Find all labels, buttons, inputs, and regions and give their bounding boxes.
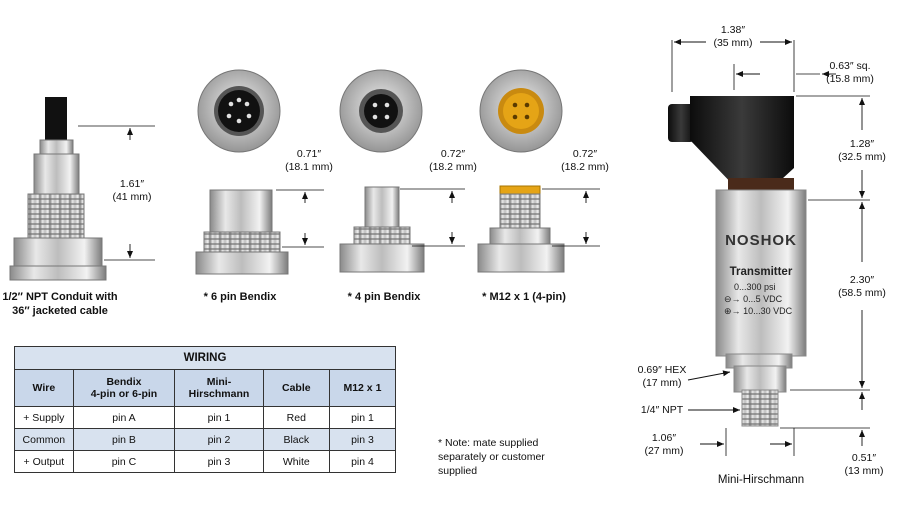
transmitter-label: Transmitter — [729, 266, 793, 278]
m12-dim: 0.72″ (18.2 mm) — [556, 148, 614, 174]
table-cell: pin 4 — [328, 450, 397, 473]
top-dim: 1.28″ (32.5 mm) — [830, 138, 894, 164]
note-line3: supplied — [438, 465, 478, 477]
bendix-6pin-face-image — [197, 69, 281, 153]
header-wire: Wire — [14, 369, 74, 407]
table-cell: pin A — [72, 406, 176, 429]
header-cable: Cable — [262, 369, 330, 407]
table-cell: pin 2 — [174, 428, 264, 451]
table-cell: pin 3 — [328, 428, 397, 451]
thread-dim: 0.51″ (13 mm) — [836, 452, 892, 478]
m12-face-image — [479, 69, 563, 153]
table-row: + Supply pin A pin 1 Red pin 1 — [14, 406, 397, 429]
dim-mm: (32.5 mm) — [838, 151, 886, 163]
table-cell: Red — [262, 406, 330, 429]
table-cell: + Supply — [14, 406, 74, 429]
conduit-label: 1/2″ NPT Conduit with 36″ jacketed cable — [0, 290, 120, 318]
table-cell: pin 1 — [174, 406, 264, 429]
m12-side-image — [477, 185, 565, 273]
brand-logo: NOSHOK — [725, 232, 797, 249]
bendix-4pin-dim: 0.72″ (18.2 mm) — [424, 148, 482, 174]
header-text: Bendix 4-pin or 6-pin — [90, 376, 158, 400]
dim-value: 2.30″ — [849, 274, 875, 286]
dim-value: 0.51″ — [851, 452, 877, 464]
dim-mm: (18.1 mm) — [285, 161, 333, 173]
header-text: Wire — [32, 382, 56, 394]
dim-value: 0.72″ — [440, 148, 466, 160]
conduit-label-line1: 1/2″ NPT Conduit with — [2, 291, 118, 303]
wiring-table: WIRING Wire Bendix 4-pin or 6-pin Mini- … — [14, 346, 397, 473]
dim-value: 0.63″ sq. — [829, 60, 871, 72]
npt-dim: 1/4″ NPT — [640, 404, 684, 416]
dim-mm: (18.2 mm) — [561, 161, 609, 173]
bendix-4pin-face-image — [339, 69, 423, 153]
dim-value: 0.72″ — [572, 148, 598, 160]
header-text: M12 x 1 — [343, 382, 382, 394]
table-cell: Common — [14, 428, 74, 451]
header-mini-hirschmann: Mini- Hirschmann — [174, 369, 264, 407]
transmitter-supply: 10...30 VDC — [743, 306, 793, 316]
dim-mm: (17 mm) — [642, 377, 682, 389]
table-cell: Black — [262, 428, 330, 451]
table-row: + Output pin C pin 3 White pin 4 — [14, 450, 397, 473]
transmitter-output: 0...5 VDC — [743, 294, 783, 304]
conduit-label-line2: 36″ jacketed cable — [12, 305, 108, 317]
dim-mm: (58.5 mm) — [838, 287, 886, 299]
transmitter-caption: Mini-Hirschmann — [717, 474, 805, 486]
bendix-4pin-label: * 4 pin Bendix — [347, 291, 421, 303]
hex-dim: 0.69″ HEX (17 mm) — [630, 364, 694, 390]
header-m12: M12 x 1 — [328, 369, 397, 407]
dim-mm: (41 mm) — [112, 191, 152, 203]
base-dim: 1.06″ (27 mm) — [636, 432, 692, 458]
mate-note: * Note: mate supplied separately or cust… — [438, 436, 608, 478]
table-cell: pin 3 — [174, 450, 264, 473]
transmitter-supply-row: ⊕→ 10...30 VDC — [724, 306, 792, 317]
header-text: Mini- Hirschmann — [188, 376, 250, 400]
dim-value: 0.69″ HEX — [637, 364, 687, 376]
dim-mm: (13 mm) — [844, 465, 884, 477]
bendix-4pin-side-image — [339, 186, 425, 273]
dim-value: 1.06″ — [651, 432, 677, 444]
m12-label: * M12 x 1 (4-pin) — [482, 291, 566, 303]
header-text: Cable — [282, 382, 311, 394]
supply-icon: ⊕→ — [724, 306, 741, 316]
table-cell: pin 1 — [328, 406, 397, 429]
transmitter-output-row: ⊖→ 0...5 VDC — [724, 294, 782, 305]
table-cell: pin C — [72, 450, 176, 473]
table-row: Common pin B pin 2 Black pin 3 — [14, 428, 397, 451]
table-cell: White — [262, 450, 330, 473]
dim-value: 1.61″ — [119, 178, 145, 190]
wiring-title: WIRING — [14, 346, 396, 370]
body-dim: 2.30″ (58.5 mm) — [830, 274, 894, 300]
transmitter-range: 0...300 psi — [734, 282, 776, 292]
width-dim: 1.38″ (35 mm) — [704, 24, 762, 50]
dim-value: 1.28″ — [849, 138, 875, 150]
square-dim: 0.63″ sq. (15.8 mm) — [810, 60, 890, 86]
dim-mm: (35 mm) — [713, 37, 753, 49]
note-line1: * Note: mate supplied — [438, 437, 539, 449]
conduit-fitting-image — [9, 97, 107, 281]
bendix-6pin-dim: 0.71″ (18.1 mm) — [280, 148, 338, 174]
transmitter-image — [668, 96, 807, 427]
dim-mm: (18.2 mm) — [429, 161, 477, 173]
conduit-height-dim: 1.61″ (41 mm) — [104, 178, 160, 204]
bendix-6pin-side-image — [195, 189, 289, 275]
bendix-6pin-label: * 6 pin Bendix — [203, 291, 277, 303]
output-icon: ⊖→ — [724, 294, 741, 304]
dim-mm: (27 mm) — [644, 445, 684, 457]
table-cell: pin B — [72, 428, 176, 451]
note-line2: separately or customer — [438, 451, 545, 463]
table-cell: + Output — [14, 450, 74, 473]
dim-value: 0.71″ — [296, 148, 322, 160]
header-bendix: Bendix 4-pin or 6-pin — [72, 369, 176, 407]
dim-mm: (15.8 mm) — [826, 73, 874, 85]
dim-value: 1.38″ — [720, 24, 746, 36]
